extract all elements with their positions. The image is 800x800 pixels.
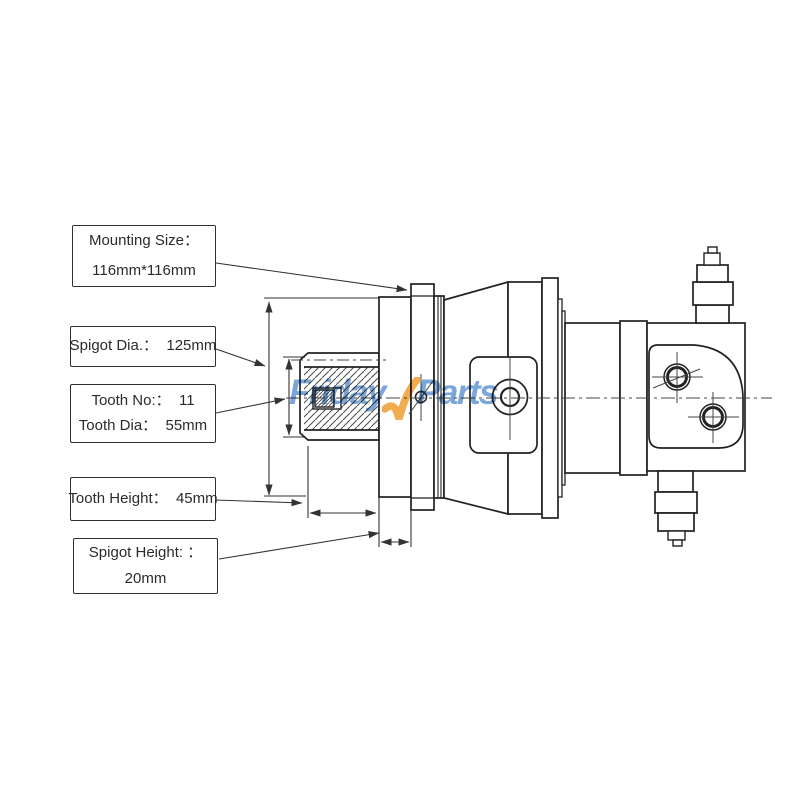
spigot-dia-leader: [215, 348, 266, 367]
mounting-size-leader: [215, 262, 408, 293]
bottom-fitting: [654, 470, 698, 547]
spigot-boss: [378, 296, 412, 498]
valve-block: [646, 322, 746, 472]
valve-block-plate: [648, 344, 744, 449]
centerlines: [286, 352, 772, 443]
callout-tooth-line1: Tooth No:： 11: [91, 392, 195, 409]
callout-tooth-line2: Tooth Dia： 55mm: [78, 416, 208, 434]
callout-spigot-height-line1: Spigot Height: ：: [88, 543, 203, 561]
callout-spigot-dia-line1: Spigot Dia.： 125mm: [69, 337, 217, 355]
callout-mounting-size: Mounting Size： 116mm*116mm: [72, 225, 216, 287]
callout-mounting-size-line1: Mounting Size：: [88, 231, 200, 249]
callout-mounting-size-line2: 116mm*116mm: [92, 262, 196, 279]
leader-arrows: [214, 262, 408, 560]
callout-spigot-dia: Spigot Dia.： 125mm: [70, 326, 216, 367]
callout-tooth-height: Tooth Height： 45mm: [68, 477, 218, 521]
callout-tooth: Tooth No:： 11 Tooth Dia： 55mm: [70, 384, 216, 443]
spline-shaft-section: [299, 352, 380, 441]
flange-spacer-ring: [433, 295, 445, 499]
top-fitting: [692, 246, 734, 324]
callout-spigot-height-line2: 20mm: [124, 570, 167, 587]
spigot-and-mounting-flange: [378, 283, 445, 511]
motor-housing: [443, 277, 648, 519]
tooth-height-leader: [214, 499, 303, 507]
callout-spigot-height: Spigot Height: ： 20mm: [73, 538, 218, 594]
dimension-lines: [265, 301, 410, 546]
spigot-height-leader: [218, 531, 380, 560]
tooth-leader: [215, 397, 286, 414]
callout-tooth-height-line1: Tooth Height： 45mm: [68, 489, 218, 507]
